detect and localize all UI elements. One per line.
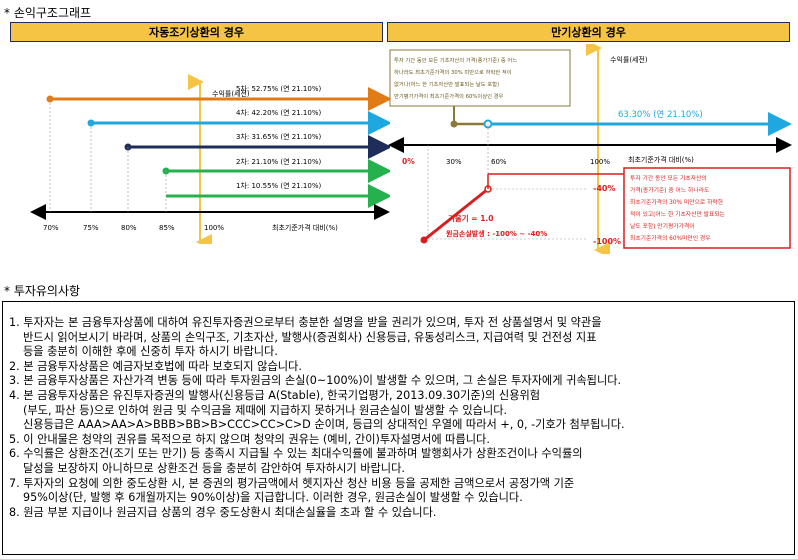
left-series-label-3: 3차: 31.65% (연 21.10%) (236, 132, 321, 141)
right-tick-60: 60% (491, 158, 507, 166)
callout-loss-line-1: 투자 기간 동안 모든 기초자산의 (630, 174, 707, 182)
notice-item-4: 4. 본 금융투자상품은 유진투자증권의 발행사(신용등급 A(Stable),… (9, 388, 625, 432)
notice-item-3: 3. 본 금융투자상품은 자산가격 변동 등에 따라 투자원금의 손실(0~10… (9, 374, 622, 388)
notice-item-5: 5. 이 안내물은 청약의 권유를 목적으로 하지 않으며 청약의 권유는 (예… (9, 432, 490, 446)
callout-loss-line-4: 적이 있고(어느 한 기초자산만 발표되는 (630, 210, 726, 218)
notice-item-2: 2. 본 금융투자상품은 예금자보호법에 따라 보호되지 않습니다. (9, 359, 302, 373)
panel-header-early-redemption: 자동조기상환의 경우 (10, 22, 383, 42)
notice-item-7: 7. 투자자의 요청에 의한 중도상환 시, 본 증권의 평가금액에서 헷지자산… (9, 476, 575, 505)
right-neg100-label: -100% (593, 237, 621, 246)
right-slope-label: 기울기 = 1.0 (448, 213, 494, 223)
right-tick-0: 0% (402, 157, 415, 166)
notice-item-6: 6. 수익률은 상환조건(조기 또는 만기) 등 충족시 지급될 수 있는 최대… (9, 447, 583, 475)
right-loss-dot-start (420, 236, 428, 244)
right-loss-line (423, 187, 489, 242)
panel-header-maturity: 만기상환의 경우 (387, 22, 790, 42)
early-redemption-chart: 수익률(세전) 5차: 52.75% (연 21.10%) 4차: 42.20%… (30, 74, 390, 244)
right-tick-100: 100% (590, 158, 610, 166)
investment-notice-box: 1. 투자자는 본 금융투자상품에 대하여 유진투자증권으로부터 충분한 설명을… (2, 301, 795, 555)
callout-loss-line-6: 최초기준가격의 60%미만인 경우 (630, 234, 711, 242)
left-x-axis-label: 최초기준가격 대비(%) (272, 223, 338, 232)
right-y-axis-label: 수익률(세전) (610, 55, 648, 64)
callout-gain-line-3: 없거나(어느 한 기초자산만 발표되는 날도 포함) (394, 80, 499, 88)
callout-gain-line-2: 하나라도 최초기준가격의 30% 미만으로 하락한 적이 (394, 68, 512, 76)
left-series-label-1: 1차: 10.55% (연 21.10%) (236, 181, 321, 190)
section-title-payoff: * 손익구조그래프 (4, 6, 92, 20)
section-title-notice: * 투자유의사항 (4, 284, 81, 298)
left-tick-100: 100% (204, 224, 224, 232)
right-gain-label: 63.30% (연 21.10%) (618, 110, 703, 120)
right-gain-dot-30 (450, 120, 458, 128)
notice-item-8: 8. 원금 부분 지급이나 원금지급 상품의 경우 중도상환시 최대손실율을 초… (9, 505, 437, 519)
left-tick-75: 75% (83, 224, 99, 232)
maturity-chart: 투자 기간 동안 모든 기초자산의 가격(종가기준) 중 어느 하나라도 최초기… (388, 44, 792, 254)
left-series-label-2: 2차: 21.10% (연 21.10%) (236, 157, 321, 166)
left-tick-85: 85% (159, 224, 175, 232)
left-tick-70: 70% (43, 224, 59, 232)
callout-gain-line-1: 투자 기간 동안 모든 기초자산의 가격(종가기준) 중 어느 (394, 56, 517, 64)
callout-box-loss (623, 167, 791, 249)
left-y-axis-label: 수익률(세전) (212, 89, 250, 98)
left-tick-80: 80% (121, 224, 137, 232)
callout-loss-line-5: 날도 포함) 만기평가가격이 (630, 222, 695, 230)
left-series-label-4: 4차: 42.20% (연 21.10%) (236, 108, 321, 117)
right-tick-30: 30% (446, 158, 462, 166)
right-loss-label: 원금손실발생 : -100% ~ -40% (446, 229, 547, 238)
right-neg40-label: -40% (593, 184, 615, 193)
callout-gain-line-4: 만기평가가격이 최초기준가격의 60%이상인 경우 (394, 92, 504, 100)
callout-loss-line-3: 최초기준가격의 30% 미만으로 하락한 (630, 198, 724, 206)
left-series-label-5: 5차: 52.75% (연 21.10%) (236, 84, 321, 93)
right-x-axis-label: 최초기준가격 대비(%) (628, 155, 694, 164)
callout-box-gain (389, 49, 571, 107)
notice-item-1: 1. 투자자는 본 금융투자상품에 대하여 유진투자증권으로부터 충분한 설명을… (9, 316, 602, 359)
callout-loss-line-2: 가격(종가기준) 중 어느 하나라도 (630, 186, 710, 194)
